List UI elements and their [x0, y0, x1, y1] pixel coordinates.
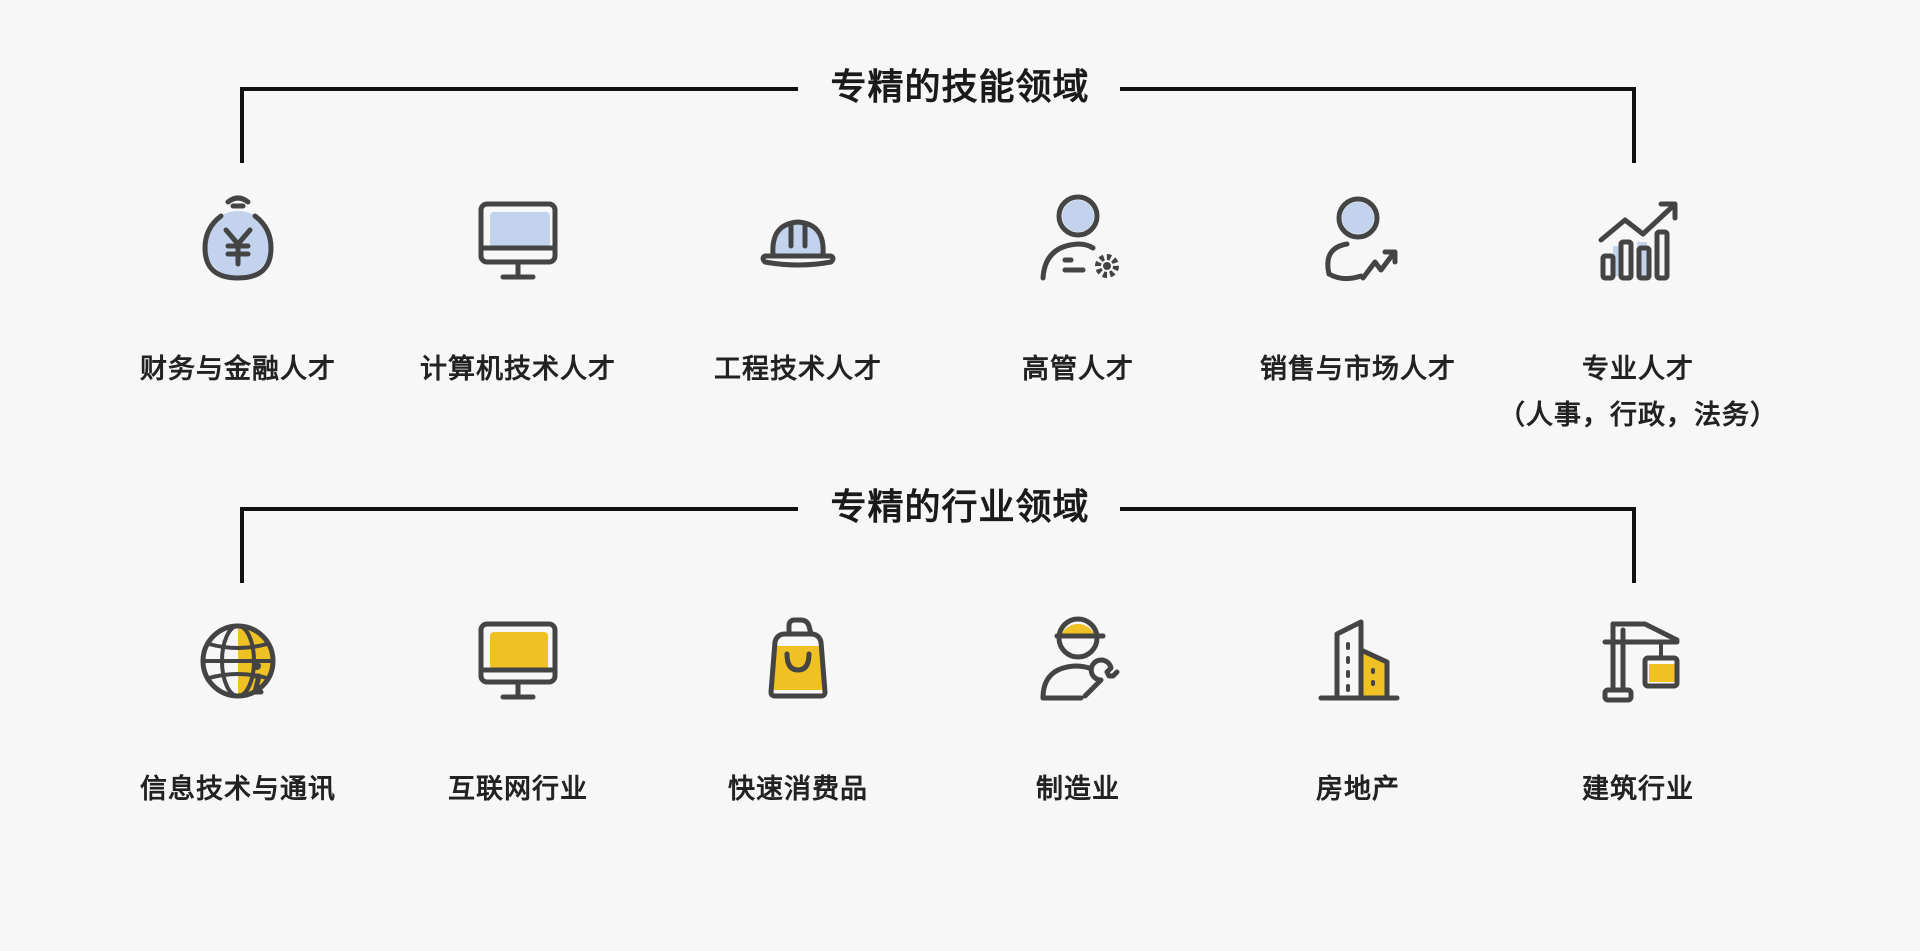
bar-chart-growth-icon [1598, 201, 1678, 281]
industries-title: 专精的行业领域 [830, 487, 1090, 528]
hard-hat-icon [760, 219, 836, 268]
skills-title: 专精的技能领域 [830, 67, 1090, 108]
skill-label: 工程技术人才 [714, 354, 882, 385]
money-bag-yen-icon [202, 195, 274, 281]
computer-monitor-icon [478, 201, 558, 280]
industry-item-manufacturing: 制造业 [938, 606, 1218, 812]
industry-item-ict: 信息技术与通讯 [98, 606, 378, 812]
industries-bracket-left [240, 507, 798, 583]
skill-item-computer: 计算机技术人才 [378, 186, 658, 392]
skills-bracket-right [1120, 87, 1636, 163]
industry-label: 互联网行业 [448, 774, 588, 805]
skill-item-sales: 销售与市场人才 [1218, 186, 1498, 392]
skill-label: 高管人才 [1022, 354, 1134, 385]
skill-sublabel: （人事，行政，法务） [1498, 400, 1778, 431]
industry-label: 建筑行业 [1582, 774, 1694, 805]
skill-label: 销售与市场人才 [1260, 354, 1456, 385]
globe-info-icon [200, 623, 276, 699]
industry-label: 制造业 [1036, 774, 1120, 805]
manager-gear-icon [1040, 194, 1119, 281]
industry-label: 房地产 [1316, 774, 1400, 805]
industries-bracket [240, 507, 1636, 583]
industry-label: 快速消费品 [728, 774, 868, 805]
industry-item-internet: 互联网行业 [378, 606, 658, 812]
crane-icon [1602, 621, 1680, 703]
buildings-icon [1318, 619, 1400, 701]
monitor-icon [478, 621, 558, 700]
skill-item-professional: 专业人才 （人事，行政，法务） [1498, 186, 1778, 440]
skill-item-engineering: 工程技术人才 [658, 186, 938, 392]
skill-label: 专业人才 [1582, 354, 1694, 385]
sales-person-trend-icon [1325, 196, 1398, 282]
skills-bracket [240, 87, 1636, 163]
industries-bracket-right [1120, 507, 1636, 583]
skill-label: 计算机技术人才 [420, 354, 616, 385]
skill-item-finance: 财务与金融人才 [98, 186, 378, 392]
industry-item-fmcg: 快速消费品 [658, 606, 938, 812]
skill-item-executive: 高管人才 [938, 186, 1218, 392]
industry-item-realestate: 房地产 [1218, 606, 1498, 812]
industry-label: 信息技术与通讯 [140, 774, 336, 805]
skills-bracket-left [240, 87, 798, 163]
shopping-bag-icon [768, 617, 828, 699]
industry-item-construction: 建筑行业 [1498, 606, 1778, 812]
worker-wrench-icon [1040, 616, 1120, 701]
skill-label: 财务与金融人才 [140, 354, 336, 385]
